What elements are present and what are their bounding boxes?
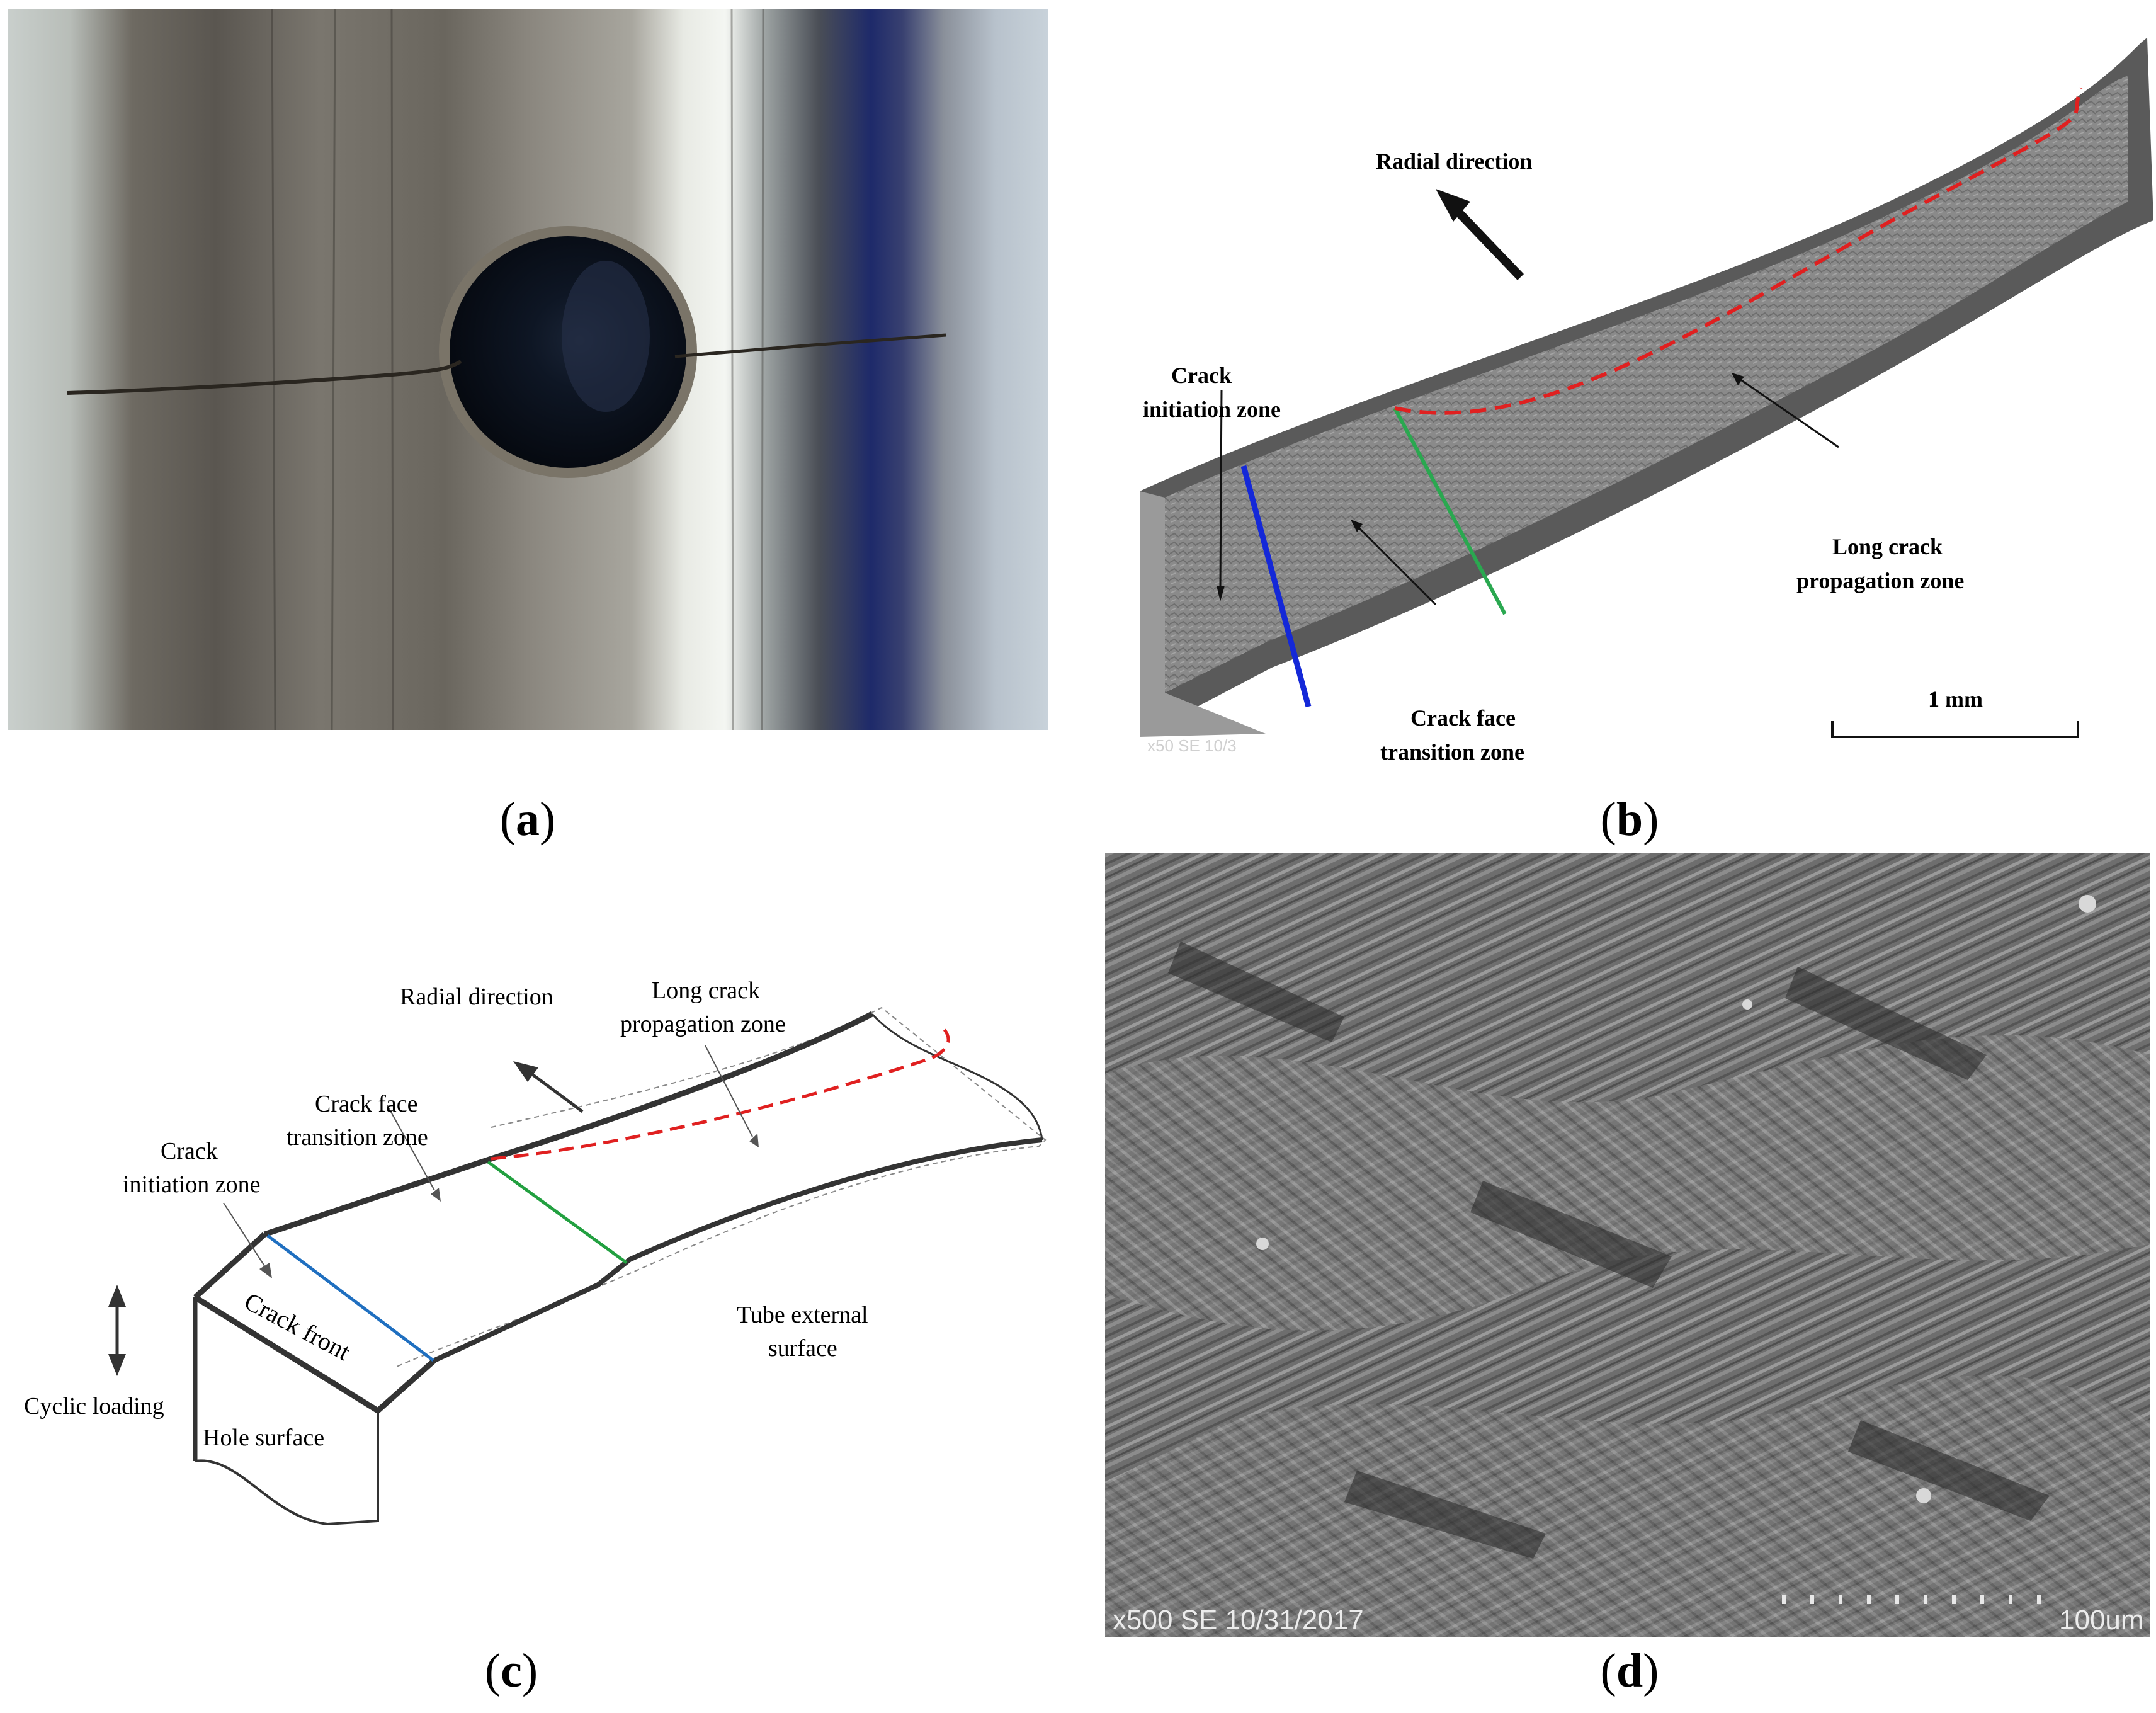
initiation-boundary-line xyxy=(1240,465,1312,708)
label-long-crack-1: Long crack xyxy=(652,977,760,1004)
label-crack-face-2: transition zone xyxy=(287,1124,428,1151)
label-crack-initiation-2: initiation zone xyxy=(1143,397,1281,422)
label-crack-face-1: Crack face xyxy=(315,1091,418,1117)
sem-micrograph: x500 SE 10/31/2017 100um xyxy=(1105,853,2150,1637)
caption-c: (c) xyxy=(484,1644,538,1697)
label-crack-face-1: Crack face xyxy=(1410,705,1516,731)
transition-boundary-line xyxy=(1393,407,1507,615)
label-long-crack-2: propagation zone xyxy=(1796,568,1964,593)
scale-bar-label: 1 mm xyxy=(1928,686,1983,712)
cyclic-loading-arrow-icon xyxy=(108,1285,126,1307)
crack-front-line xyxy=(1394,87,2083,415)
label-hole-surface: Hole surface xyxy=(203,1425,324,1451)
caption-b: (b) xyxy=(1600,793,1659,846)
radial-arrow-icon xyxy=(1436,189,1470,222)
label-tube-external-2: surface xyxy=(768,1335,837,1362)
crack-front-line xyxy=(491,1028,950,1161)
panel-d: x500 SE 10/31/2017 100um xyxy=(1105,853,2150,1637)
initiation-boundary-line xyxy=(266,1234,434,1362)
label-radial-direction: Radial direction xyxy=(1376,149,1532,174)
fracture-overview: Radial direction Crack initiation zone L… xyxy=(1140,38,2153,765)
caption-a: (a) xyxy=(499,793,556,846)
panel-b: Radial direction Crack initiation zone L… xyxy=(1108,38,2153,781)
label-radial-direction: Radial direction xyxy=(400,984,553,1010)
label-crack-initiation-1: Crack xyxy=(161,1138,218,1164)
radial-arrow-icon xyxy=(513,1061,538,1082)
tube-photo xyxy=(8,8,1048,731)
sem-info: x500 SE 10/31/2017 xyxy=(1113,1605,1364,1636)
caption-d: (d) xyxy=(1600,1644,1659,1697)
label-crack-face-2: transition zone xyxy=(1380,739,1524,765)
transition-boundary-line xyxy=(487,1160,628,1265)
label-crack-front: Crack front xyxy=(240,1287,355,1366)
panel-a xyxy=(8,8,1048,731)
label-cyclic-loading: Cyclic loading xyxy=(24,1393,164,1420)
scale-bar-label: 100um xyxy=(2059,1605,2144,1636)
label-crack-initiation-1: Crack xyxy=(1171,363,1232,388)
crack-schematic: Radial direction Long crack propagation … xyxy=(24,977,1047,1526)
sem-info: x50 SE 10/3 xyxy=(1147,736,1237,755)
label-tube-external-1: Tube external xyxy=(737,1302,868,1328)
label-long-crack-1: Long crack xyxy=(1832,534,1943,559)
panel-c: Radial direction Long crack propagation … xyxy=(0,907,1083,1568)
label-crack-initiation-2: initiation zone xyxy=(123,1171,260,1198)
label-long-crack-2: propagation zone xyxy=(620,1011,786,1037)
